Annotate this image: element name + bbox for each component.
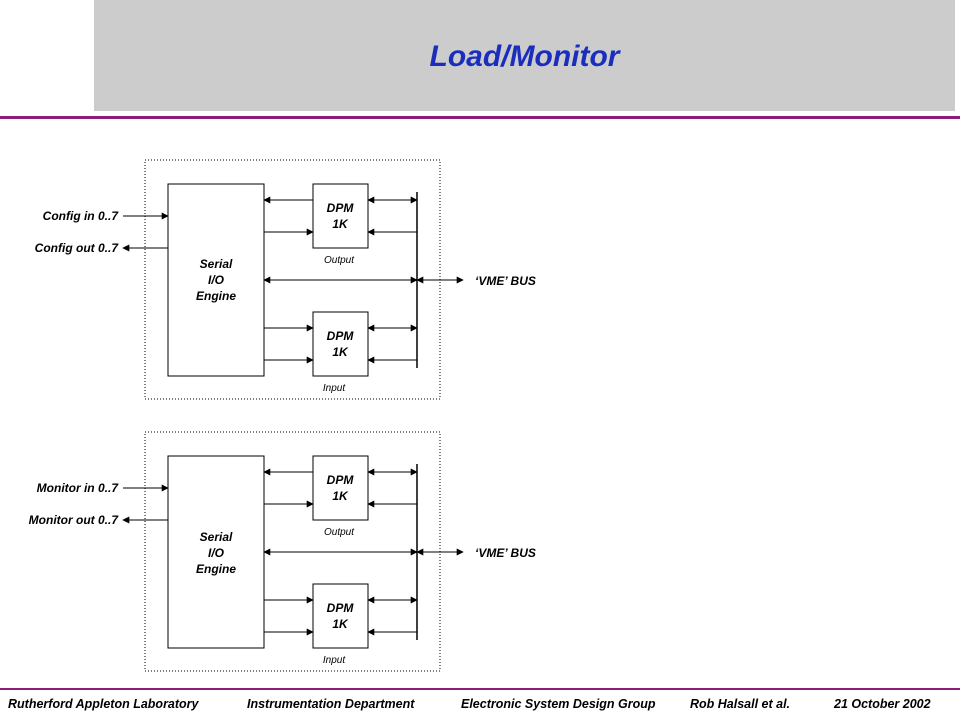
engine-label-line-2: I/O: [208, 273, 225, 287]
header-band: [94, 0, 955, 111]
dpm-output-label-2: 1K: [332, 217, 349, 231]
vme-bus-label: ‘VME’ BUS: [475, 546, 536, 560]
config-in-label: Config in 0..7: [43, 209, 120, 223]
footer-author: Rob Halsall et al.: [690, 697, 791, 711]
engine-label-line-2: I/O: [208, 546, 225, 560]
engine-label-line-3: Engine: [196, 562, 236, 576]
dpm-input-label-2: 1K: [332, 617, 349, 631]
dpm-input-caption: Input: [323, 655, 346, 666]
config-out-label: Config out 0..7: [35, 241, 120, 255]
dpm-input-label-1: DPM: [327, 601, 355, 615]
serial-io-engine-box: [167, 455, 265, 649]
monitor-out-label: Monitor out 0..7: [29, 513, 120, 527]
footer-group: Electronic System Design Group: [461, 697, 656, 711]
dpm-input-box: [312, 583, 369, 649]
diagram-monitor: Serial I/O Engine DPM 1K Output DPM 1K I…: [29, 431, 536, 672]
dpm-input-label-1: DPM: [327, 329, 355, 343]
page-title: Load/Monitor: [429, 40, 620, 73]
diagram-config: Serial I/O Engine DPM 1K Output DPM 1K I…: [35, 159, 536, 400]
engine-label-line-3: Engine: [196, 289, 236, 303]
dpm-output-box: [312, 183, 369, 249]
bottom-divider: [0, 688, 960, 690]
monitor-in-label: Monitor in 0..7: [37, 481, 120, 495]
footer-date: 21 October 2002: [834, 697, 931, 711]
dpm-input-box: [312, 311, 369, 377]
vme-bus-label: ‘VME’ BUS: [475, 274, 536, 288]
engine-label-line-1: Serial: [200, 257, 233, 271]
dpm-input-label-2: 1K: [332, 345, 349, 359]
dpm-output-label-1: DPM: [327, 473, 355, 487]
footer-lab: Rutherford Appleton Laboratory: [8, 697, 199, 711]
engine-label-line-1: Serial: [200, 530, 233, 544]
dpm-output-caption: Output: [324, 255, 355, 266]
top-divider: [0, 116, 960, 119]
dpm-input-caption: Input: [323, 383, 346, 394]
dpm-output-caption: Output: [324, 527, 355, 538]
dpm-output-label-1: DPM: [327, 201, 355, 215]
dpm-output-label-2: 1K: [332, 489, 349, 503]
dpm-output-box: [312, 455, 369, 521]
footer-department: Instrumentation Department: [247, 697, 415, 711]
